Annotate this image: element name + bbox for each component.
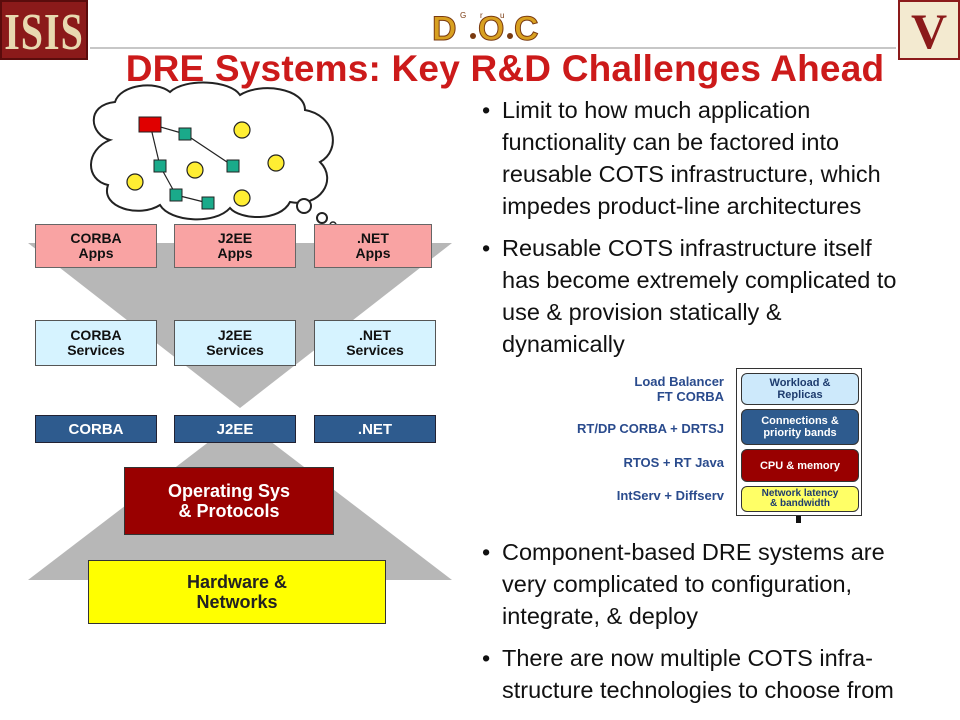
dotnet-box: .NET [314,415,436,443]
doc-group-logo: D O C G r u [432,10,540,47]
svg-text:u: u [500,11,504,20]
slide-title: DRE Systems: Key R&D Challenges Ahead [125,48,885,89]
bullet-2: • Reusable COTS infrastructure itself ha… [482,232,960,360]
corba-services-box: CORBA Services [35,320,157,366]
application-cloud [90,81,337,229]
connections-priority-box: Connections & priority bands [741,409,859,445]
stack-stem [796,516,801,523]
cpu-memory-box: CPU & memory [741,449,859,482]
dotnet-services-box: .NET Services [314,320,436,366]
bullet-1: • Limit to how much application function… [482,94,960,222]
bullet-3: • Component-based DRE systems are very c… [482,536,960,632]
stack-label-rtdp-corba: RT/DP CORBA + DRTSJ [577,421,724,436]
node-teal-2 [153,159,167,173]
isis-logo-text: ISIS [4,2,84,61]
svg-text:C: C [514,10,539,46]
bullet-marker: • [482,539,491,565]
node-teal-3 [226,159,240,173]
vanderbilt-logo-text: V [910,3,948,59]
svg-text:r: r [480,11,483,20]
header-rule [90,47,896,49]
svg-text:G: G [460,11,466,20]
stack-label-rtos: RTOS + RT Java [623,455,724,470]
dotnet-apps-box: .NET Apps [314,224,432,268]
bullet-marker: • [482,235,491,261]
node-teal-1 [178,127,192,141]
stack-label-intserv: IntServ + Diffserv [616,488,724,503]
j2ee-apps-box: J2EE Apps [174,224,296,268]
bullet-text: Component-based DRE systems are very com… [502,539,885,629]
thought-bubble-2 [316,212,328,224]
vanderbilt-logo: V [898,0,960,60]
bullet-text: There are now multiple COTS infra- struc… [502,645,894,703]
network-latency-box: Network latency & bandwidth [741,486,859,512]
operating-system-box: Operating Sys & Protocols [124,467,334,535]
thought-bubble-1 [296,198,312,214]
node-teal-4 [169,188,183,202]
yellow-nodes [126,121,285,207]
workload-replicas-box: Workload & Replicas [741,373,859,405]
bullet-marker: • [482,97,491,123]
bullet-text: Reusable COTS infrastructure itself has … [502,235,897,357]
j2ee-box: J2EE [174,415,296,443]
bullet-text: Limit to how much application functional… [502,97,881,219]
node-red [138,116,162,133]
hardware-networks-box: Hardware & Networks [88,560,386,624]
bullet-4: • There are now multiple COTS infra- str… [482,642,960,706]
isis-logo: ISIS [0,0,88,61]
svg-text:D: D [432,10,457,46]
corba-box: CORBA [35,415,157,443]
bullet-marker: • [482,645,491,671]
node-teal-5 [201,196,215,210]
corba-apps-box: CORBA Apps [35,224,157,268]
stack-label-load-balancer: Load Balancer FT CORBA [634,374,724,404]
j2ee-services-box: J2EE Services [174,320,296,366]
svg-text:O: O [478,10,504,46]
